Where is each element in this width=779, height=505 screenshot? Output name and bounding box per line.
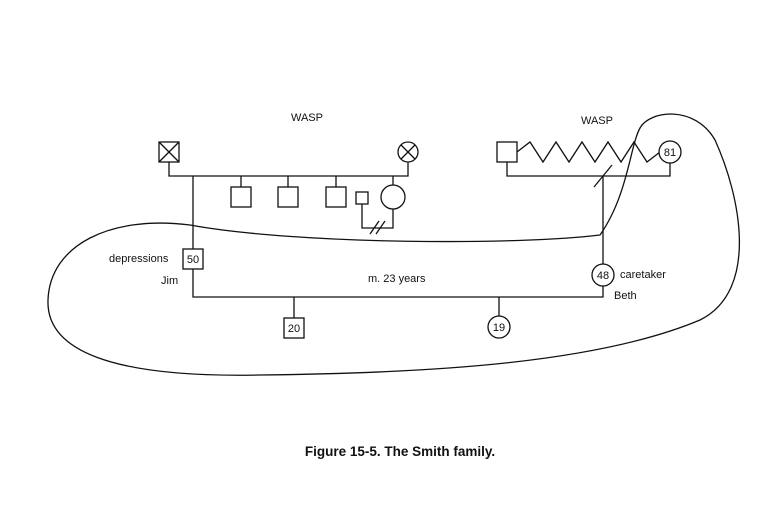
conflict-zigzag [516,140,661,164]
divorce-mark [369,220,380,235]
sister-divorce-line [361,204,394,229]
wasp-label-paternal: WASP [291,112,323,124]
deceased-grandmother-symbol [397,141,419,163]
sibling-male-symbol [325,186,347,208]
maternal-grandfather-symbol [496,141,518,163]
jim-beth-marriage-line [192,269,604,298]
paternal-marriage-line [168,162,409,177]
grandmother-age: 81 [664,147,676,159]
beth-name-label: Beth [614,290,637,302]
beth-trait-label: caretaker [620,269,666,281]
jim-trait-label: depressions [109,253,169,265]
divorce-mark [375,220,386,235]
grandmother-symbol: 81 [658,140,682,164]
deceased-grandfather-symbol [158,141,180,163]
beth-symbol: 48 [591,263,615,287]
sibling-male-symbol [230,186,252,208]
figure-caption: Figure 15-5. The Smith family. [305,444,495,459]
enmeshment-boundary-loop [47,113,741,376]
son-symbol: 20 [283,317,305,339]
jim-age: 50 [187,254,199,266]
maternal-marriage-line [506,162,671,177]
daughter-age: 19 [493,322,505,334]
jim-symbol: 50 [182,248,204,270]
sister-spouse-symbol [355,191,369,205]
beth-age: 48 [597,270,609,282]
daughter-symbol: 19 [487,315,511,339]
jim-name-label: Jim [161,275,178,287]
wasp-label-maternal: WASP [581,115,613,127]
marriage-duration-label: m. 23 years [368,273,426,285]
sibling-male-symbol [277,186,299,208]
son-age: 20 [288,323,300,335]
sibling-female-symbol [380,184,406,210]
